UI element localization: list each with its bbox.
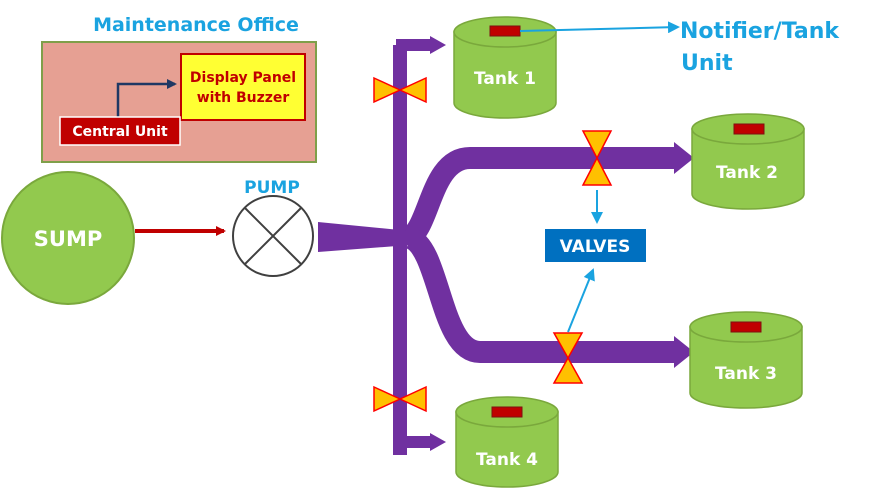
notifier-label-line2: Unit bbox=[681, 51, 733, 76]
tank-3: Tank 3 bbox=[689, 311, 803, 409]
valve-2 bbox=[581, 130, 613, 186]
tank-1-sensor-icon bbox=[489, 25, 521, 37]
tank-4-body bbox=[455, 411, 559, 488]
pipe-arrowhead-tank1 bbox=[430, 36, 446, 54]
pipe-arrowhead-tank2 bbox=[674, 142, 694, 174]
pipe-arrowhead-tank4 bbox=[430, 433, 446, 451]
valve-3-bottom-half bbox=[552, 356, 584, 384]
notifier-label-line1: Notifier/Tank bbox=[680, 19, 840, 44]
tank-3-sensor-icon bbox=[730, 321, 762, 333]
tank-1-label: Tank 1 bbox=[474, 69, 536, 89]
valve-1 bbox=[373, 76, 427, 104]
valve-4-right-half bbox=[398, 385, 427, 413]
display-panel-label-line2: with Buzzer bbox=[197, 90, 290, 106]
pipe-to-tank2 bbox=[402, 147, 676, 249]
maintenance-office: Maintenance Office Display Panel with Bu… bbox=[41, 14, 317, 163]
valve-2-bottom-half bbox=[581, 156, 613, 186]
valve-1-right-half bbox=[398, 76, 427, 104]
tank-2-sensor-icon bbox=[733, 123, 765, 135]
valve-2-top-half bbox=[581, 130, 613, 160]
tank-3-label: Tank 3 bbox=[715, 364, 777, 384]
central-unit-box bbox=[59, 116, 181, 146]
pump-cross-icon bbox=[244, 207, 302, 265]
maintenance-office-title: Maintenance Office bbox=[93, 14, 299, 36]
tank-4-label: Tank 4 bbox=[476, 450, 538, 470]
tank-3-body bbox=[689, 326, 803, 409]
sump: SUMP bbox=[1, 171, 135, 305]
pipe-network bbox=[318, 39, 676, 455]
pump-label: PUMP bbox=[244, 178, 300, 198]
valve-4 bbox=[373, 385, 427, 413]
pump: PUMP bbox=[232, 178, 314, 277]
valves-pointer-bottom bbox=[567, 268, 595, 333]
tank-2: Tank 2 bbox=[691, 113, 805, 210]
valve-3 bbox=[552, 332, 584, 384]
tank-4-sensor-icon bbox=[491, 406, 523, 418]
tank-1-body bbox=[453, 31, 557, 119]
sump-circle bbox=[1, 171, 135, 305]
valves-label-box bbox=[545, 229, 646, 262]
sump-label: SUMP bbox=[34, 227, 102, 251]
display-panel-box bbox=[180, 53, 306, 121]
central-unit-label: Central Unit bbox=[72, 124, 168, 140]
tank-2-label: Tank 2 bbox=[716, 163, 778, 183]
valve-1-left-half bbox=[373, 76, 402, 104]
pipe-to-tank3 bbox=[404, 227, 676, 363]
valve-4-left-half bbox=[373, 385, 402, 413]
tank-4: Tank 4 bbox=[455, 396, 559, 488]
display-panel-label-line1: Display Panel bbox=[190, 70, 296, 86]
tank-2-body bbox=[691, 128, 805, 210]
valve-3-top-half bbox=[552, 332, 584, 360]
valves-label: VALVES bbox=[560, 237, 631, 257]
pipe-arrowhead-tank3 bbox=[674, 336, 694, 368]
pump-outlet-pipe bbox=[318, 222, 410, 252]
tank-1: Tank 1 bbox=[453, 16, 557, 119]
notifier-pointer bbox=[519, 21, 680, 34]
central-to-display-connector bbox=[116, 79, 177, 117]
